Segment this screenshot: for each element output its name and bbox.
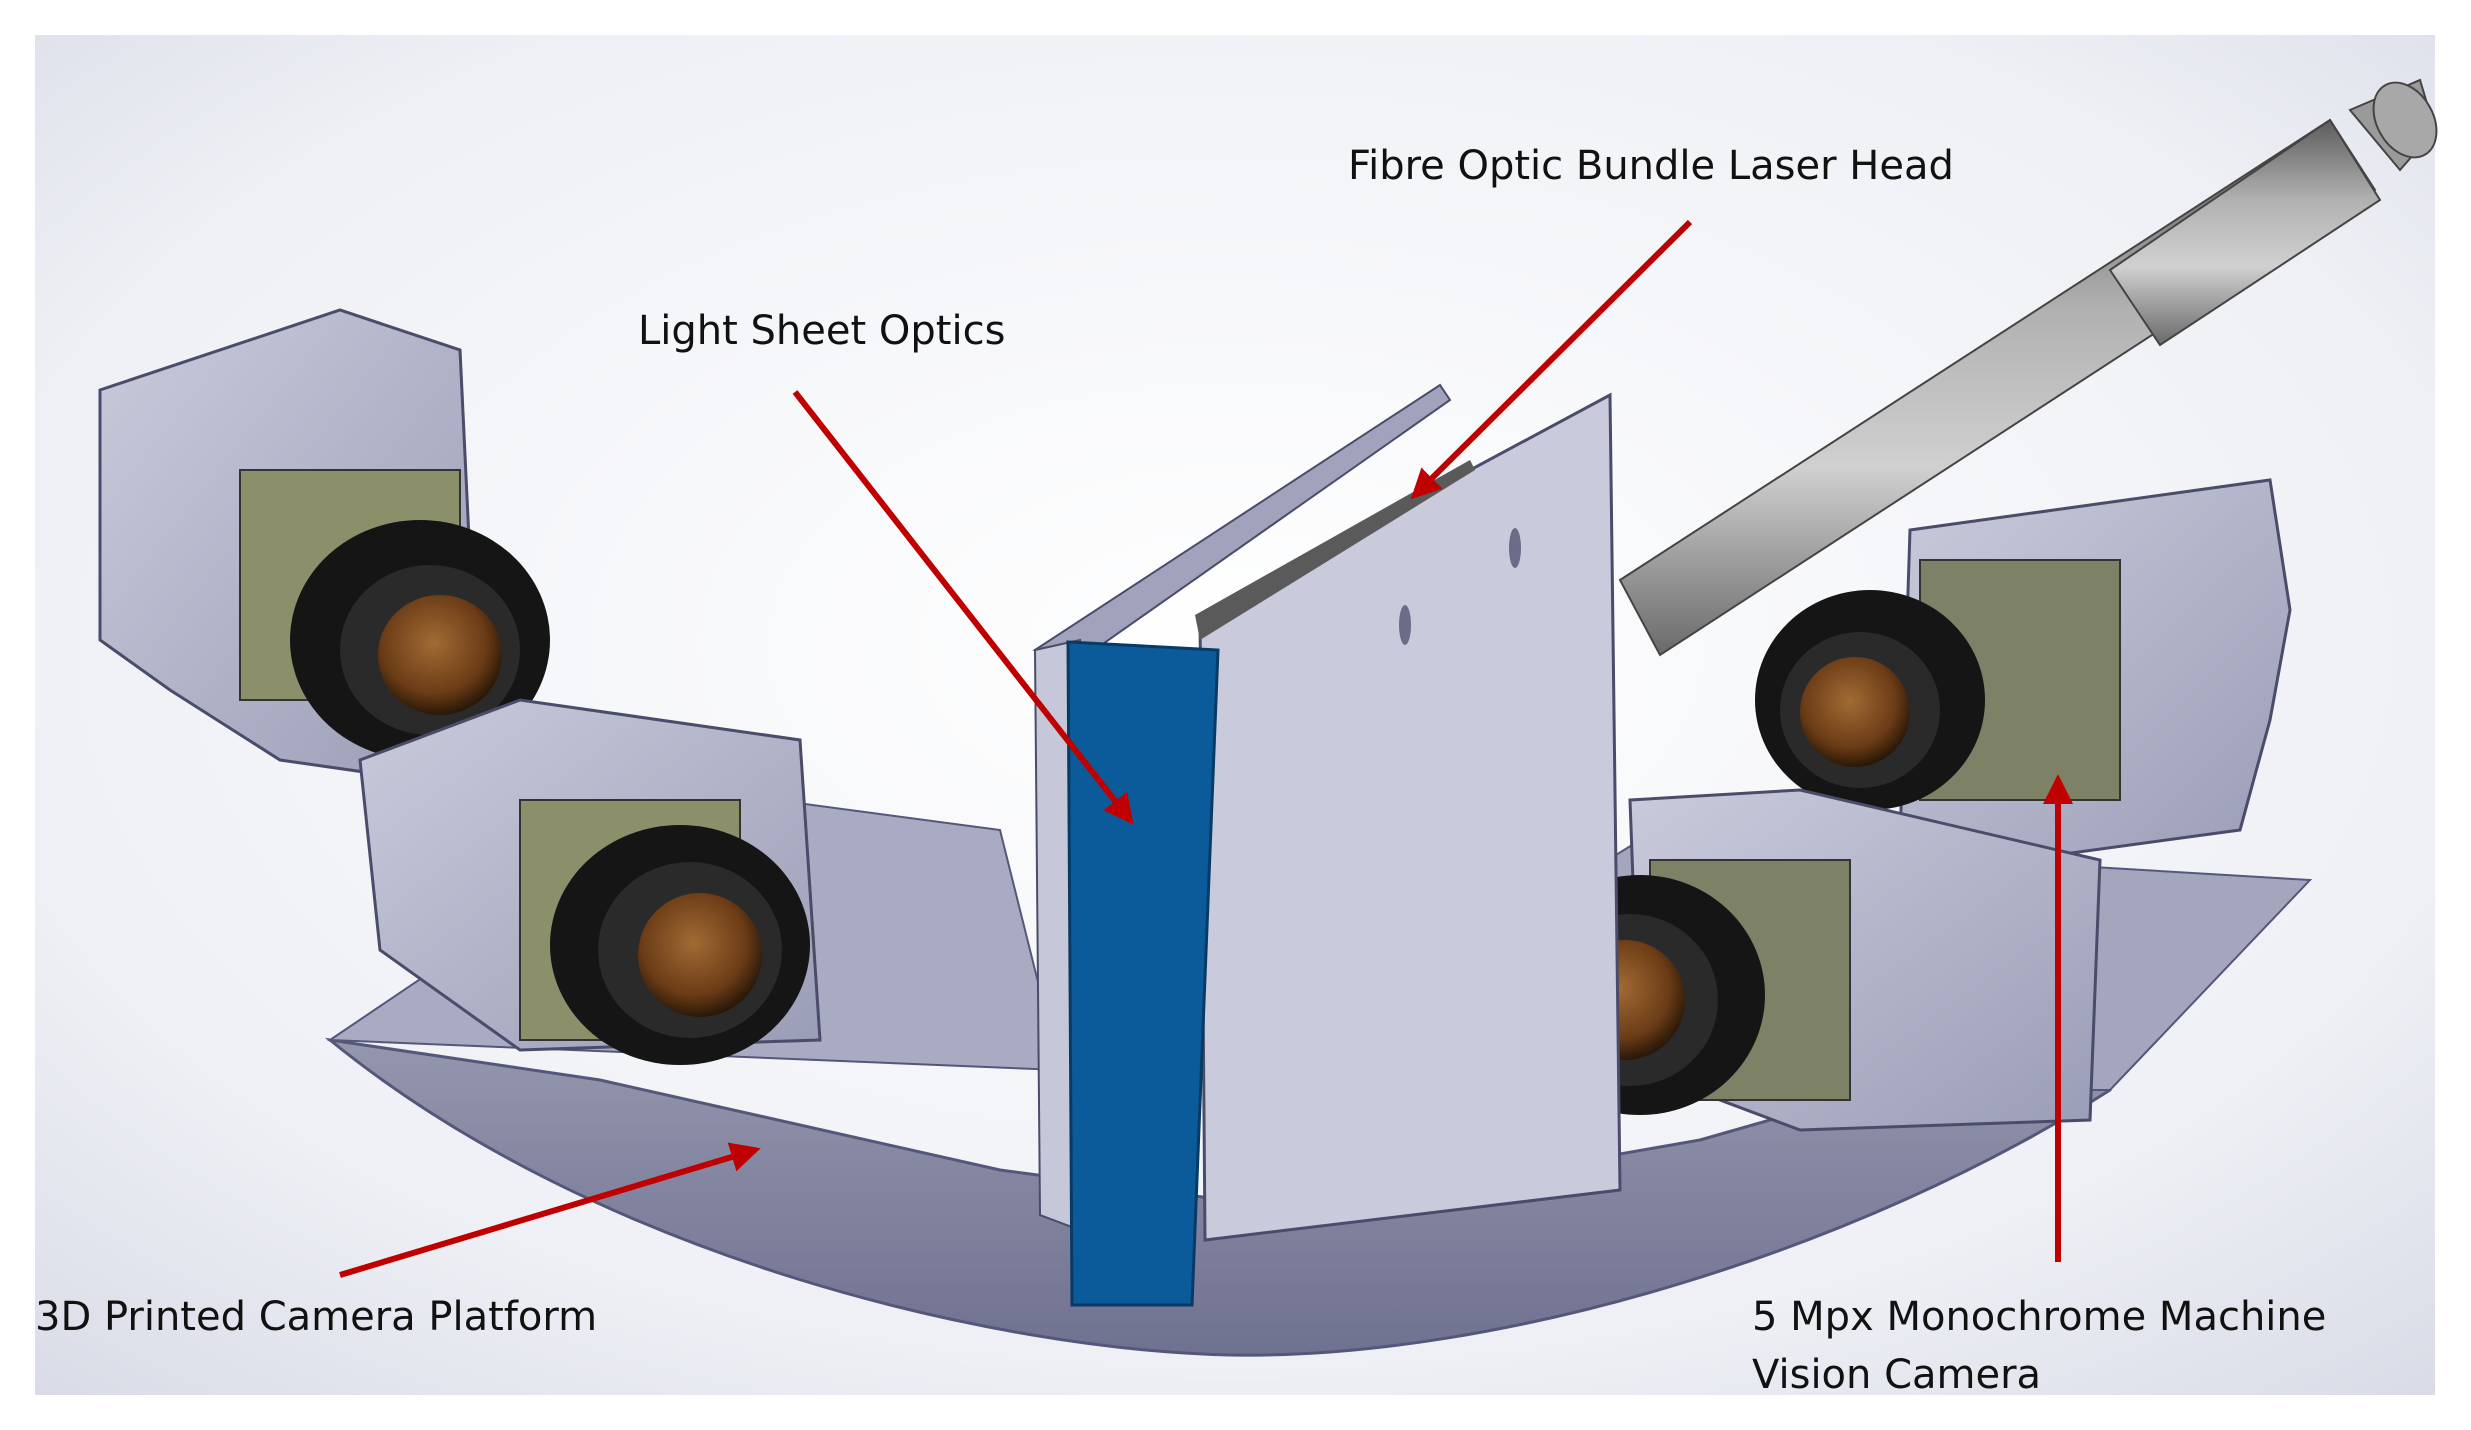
light-sheet-lens-blue xyxy=(1066,640,1220,1307)
label-camera-line1: 5 Mpx Monochrome Machine xyxy=(1752,1294,2327,1340)
left-camera-lower xyxy=(358,698,822,1065)
arrow-platform xyxy=(339,1142,761,1278)
arrow-fibre-optic xyxy=(1410,219,1693,500)
right-camera-lower xyxy=(1515,788,2102,1132)
arrow-light-sheet xyxy=(792,390,1134,825)
fibre-optic-rod xyxy=(1618,78,2438,657)
label-camera-line2: Vision Camera xyxy=(1752,1352,2042,1398)
label-fibre-optic: Fibre Optic Bundle Laser Head xyxy=(1348,143,1954,189)
label-camera: 5 Mpx Monochrome Machine Vision Camera xyxy=(1752,1288,2326,1404)
light-sheet-optics-assembly xyxy=(1032,383,1622,1307)
right-camera-upper xyxy=(1755,478,2292,862)
left-camera-upper xyxy=(98,308,550,782)
label-light-sheet: Light Sheet Optics xyxy=(638,308,1006,354)
label-platform: 3D Printed Camera Platform xyxy=(35,1294,598,1340)
